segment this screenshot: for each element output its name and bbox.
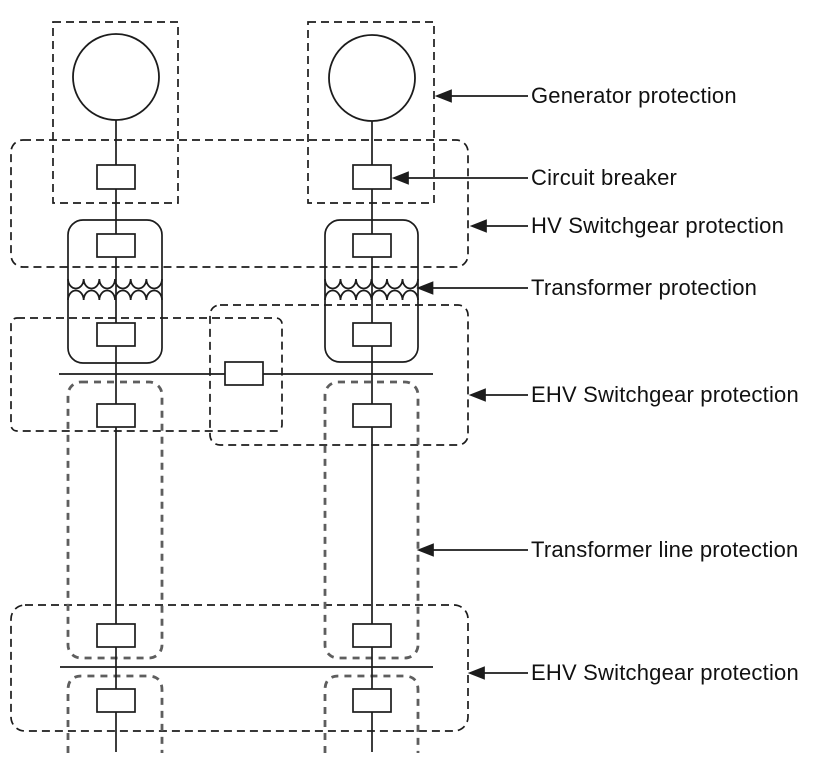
transformer-hv-box-left: [96, 233, 136, 258]
breaker-below-bus2-right: [352, 688, 392, 713]
circuit-breaker-gen-left: [96, 164, 136, 190]
label-circuit-breaker: Circuit breaker: [531, 165, 678, 190]
breaker-below-bus1-left: [96, 403, 136, 428]
ehv-switchgear-zone-right: [209, 304, 469, 446]
generator-circle-right: [328, 34, 416, 122]
arrowhead-icon: [468, 388, 486, 402]
arrow-generator-protection: [434, 89, 528, 103]
feeder-zone-left-lower: [66, 674, 164, 753]
transformer-lv-box-right: [352, 322, 392, 347]
arrowhead-icon: [391, 171, 409, 185]
arrowhead-icon: [434, 89, 452, 103]
arrow-ehv-switchgear-protection-mid: [468, 388, 528, 402]
arrow-circuit-breaker: [391, 171, 528, 185]
arrowhead-icon: [416, 281, 434, 295]
label-transformer-line-protection: Transformer line protection: [531, 537, 799, 562]
label-generator-protection: Generator protection: [531, 83, 737, 108]
circuit-breaker-gen-right: [352, 164, 392, 190]
label-transformer-protection: Transformer protection: [531, 275, 758, 300]
label-hv-switchgear-protection: HV Switchgear protection: [531, 213, 785, 238]
transformer-line-zone-left: [66, 380, 164, 660]
generator-circle-left: [72, 33, 160, 121]
transformers: [67, 219, 419, 364]
arrowhead-icon: [416, 543, 434, 557]
breaker-below-bus1-right: [352, 403, 392, 428]
transformer-hv-box-right: [352, 233, 392, 258]
generators: [72, 33, 416, 122]
transformer-tank-left: [67, 219, 163, 364]
ehv-switchgear-zone-bottom: [10, 604, 469, 732]
arrow-ehv-switchgear-protection-bottom: [467, 666, 528, 680]
arrowhead-icon: [469, 219, 487, 233]
breaker-below-bus2-left: [96, 688, 136, 713]
callout-arrows: [391, 89, 528, 680]
label-ehv-switchgear-protection-2: EHV Switchgear protection: [531, 660, 799, 685]
arrowhead-icon: [467, 666, 485, 680]
transformer-winding-right-primary: [324, 278, 419, 290]
transformer-winding-left-secondary: [67, 289, 163, 301]
transformer-winding-right-secondary: [324, 289, 419, 301]
breaker-above-bus2-right: [352, 623, 392, 648]
bus-coupler-breaker: [224, 361, 264, 386]
arrow-transformer-line-protection: [416, 543, 528, 557]
breaker-above-bus2-left: [96, 623, 136, 648]
label-ehv-switchgear-protection-1: EHV Switchgear protection: [531, 382, 799, 407]
transformer-winding-left-primary: [67, 278, 163, 290]
generator-zone-right: [307, 21, 435, 204]
transformer-lv-box-left: [96, 322, 136, 347]
arrow-hv-switchgear-protection: [469, 219, 528, 233]
transformer-tank-right: [324, 219, 419, 363]
arrow-transformer-protection: [416, 281, 528, 295]
breaker-boxes: [96, 164, 392, 713]
